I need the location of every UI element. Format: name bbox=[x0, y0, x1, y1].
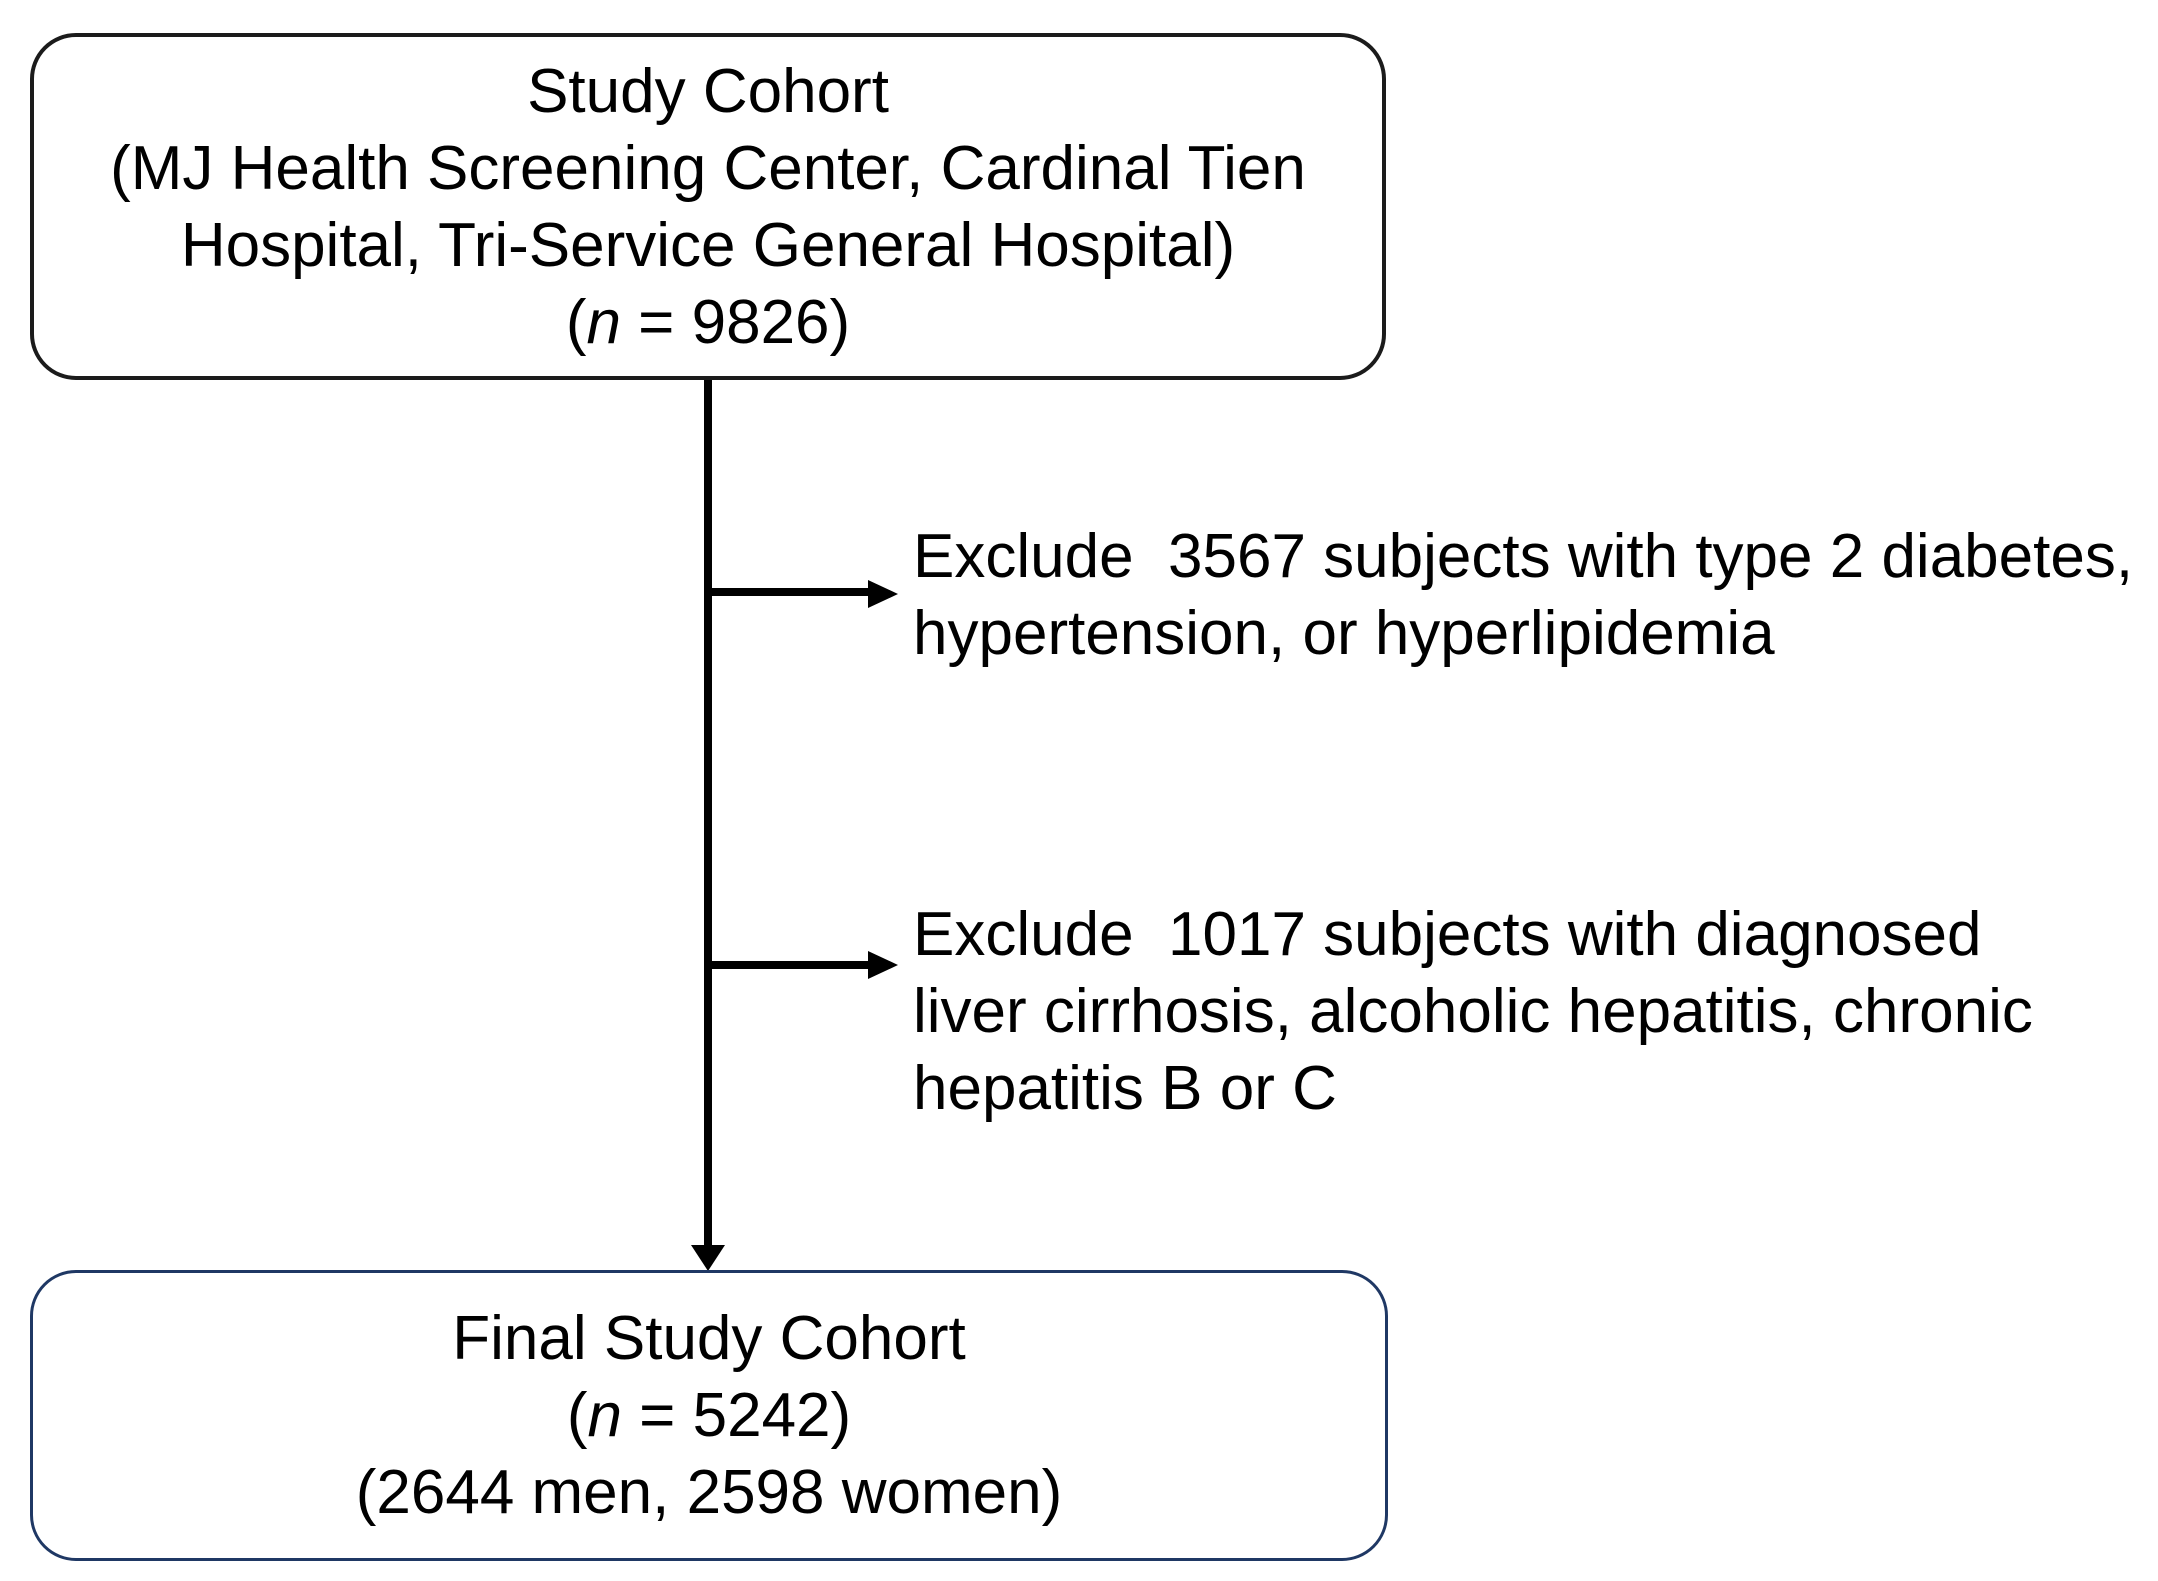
final-cohort-title: Final Study Cohort bbox=[452, 1304, 966, 1373]
final-cohort-n: (n = 5242) bbox=[567, 1377, 851, 1454]
final-cohort-box: Final Study Cohort (n = 5242) (2644 men,… bbox=[30, 1270, 1388, 1561]
n-variable: n bbox=[586, 287, 621, 357]
exclusion2-label: Exclude 1017 subjects with diagnosed liv… bbox=[913, 896, 2033, 1127]
exclusion2-branch-line bbox=[708, 961, 868, 969]
exclusion1-line2: hypertension, or hyperlipidemia bbox=[913, 599, 1775, 668]
n-value: = 5242) bbox=[621, 1381, 852, 1450]
n-variable: n bbox=[587, 1381, 622, 1450]
exclusion1-line1: Exclude 3567 subjects with type 2 diabet… bbox=[913, 522, 2134, 591]
down-arrowhead-icon bbox=[691, 1245, 725, 1271]
exclusion2-line2: liver cirrhosis, alcoholic hepatitis, ch… bbox=[913, 977, 2033, 1046]
right-arrowhead-icon-1 bbox=[868, 580, 898, 608]
exclusion2-line1: Exclude 1017 subjects with diagnosed bbox=[913, 900, 1982, 969]
exclusion2-line3: hepatitis B or C bbox=[913, 1054, 1337, 1123]
paren-open: ( bbox=[565, 287, 587, 357]
study-cohort-source-line2: Hospital, Tri-Service General Hospital) bbox=[180, 210, 1236, 280]
n-value: = 9826) bbox=[620, 287, 851, 357]
study-cohort-source-line1: (MJ Health Screening Center, Cardinal Ti… bbox=[110, 133, 1306, 203]
paren-open: ( bbox=[566, 1381, 588, 1450]
main-flow-line bbox=[704, 380, 712, 1246]
study-cohort-title: Study Cohort bbox=[527, 56, 889, 126]
exclusion1-branch-line bbox=[708, 588, 868, 596]
study-cohort-box: Study Cohort (MJ Health Screening Center… bbox=[30, 33, 1386, 380]
right-arrowhead-icon-2 bbox=[868, 951, 898, 979]
exclusion1-label: Exclude 3567 subjects with type 2 diabet… bbox=[913, 518, 2133, 672]
study-cohort-n: (n = 9826) bbox=[566, 284, 850, 361]
final-cohort-breakdown: (2644 men, 2598 women) bbox=[355, 1458, 1063, 1527]
